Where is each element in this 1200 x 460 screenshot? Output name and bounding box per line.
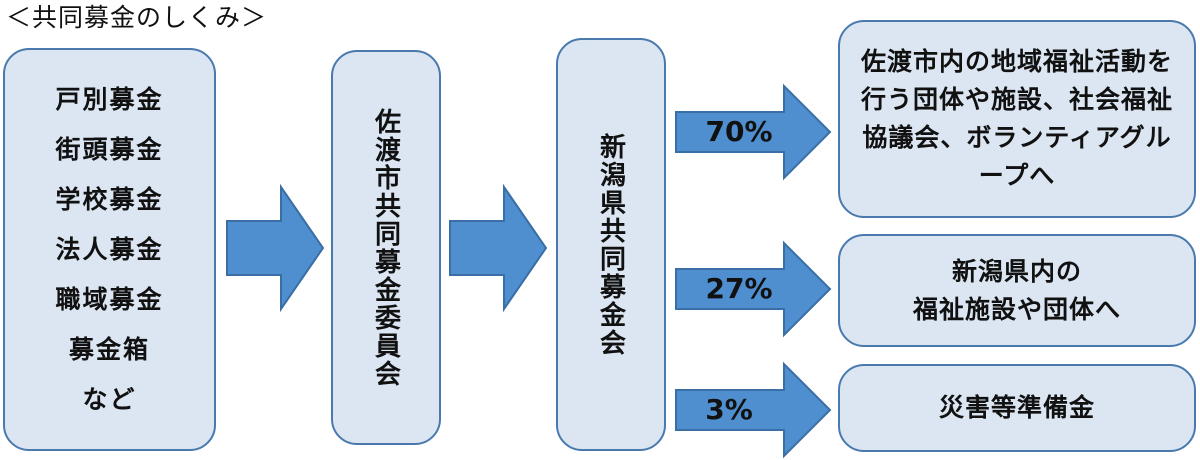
committee-label: 佐渡市共同募金委員会 — [370, 107, 401, 388]
flow-arrow-1 — [226, 183, 325, 313]
flow-arrow-2 — [449, 183, 548, 313]
allocation-arrow-3 — [675, 361, 832, 459]
allocation-arrow-2 — [675, 240, 832, 338]
source-item: 学校募金 — [55, 184, 164, 214]
prefecture-box: 新潟県共同募金会 — [556, 38, 666, 451]
source-item: 募金箱 — [68, 334, 150, 364]
source-item: 職域募金 — [55, 284, 164, 314]
allocation-percent-2: 27% — [705, 272, 773, 305]
allocation-arrow-1 — [675, 83, 832, 181]
source-item: 戸別募金 — [55, 84, 164, 114]
source-item: 法人募金 — [55, 234, 164, 264]
destination-box-reserve: 災害等準備金 — [838, 364, 1196, 452]
destination-box-prefecture: 新潟県内の 福祉施設や団体へ — [838, 234, 1196, 347]
allocation-percent-1: 70% — [705, 115, 773, 148]
allocation-percent-3: 3% — [705, 393, 753, 426]
source-item: など — [82, 384, 137, 414]
source-item: 街頭募金 — [55, 134, 164, 164]
destination-box-local: 佐渡市内の地域福祉活動を行う団体や施設、社会福祉協議会、ボランティアグループへ — [838, 20, 1196, 218]
prefecture-label: 新潟県共同募金会 — [595, 132, 626, 357]
sources-box: 戸別募金 街頭募金 学校募金 法人募金 職域募金 募金箱 など — [3, 48, 216, 451]
destination-label: 佐渡市内の地域福祉活動を行う団体や施設、社会福祉協議会、ボランティアグループへ — [860, 47, 1173, 190]
diagram-title: ＜共同募金のしくみ＞ — [6, 3, 268, 32]
destination-label: 災害等準備金 — [938, 393, 1095, 422]
committee-box: 佐渡市共同募金委員会 — [331, 50, 441, 445]
destination-label: 新潟県内の 福祉施設や団体へ — [912, 256, 1121, 324]
